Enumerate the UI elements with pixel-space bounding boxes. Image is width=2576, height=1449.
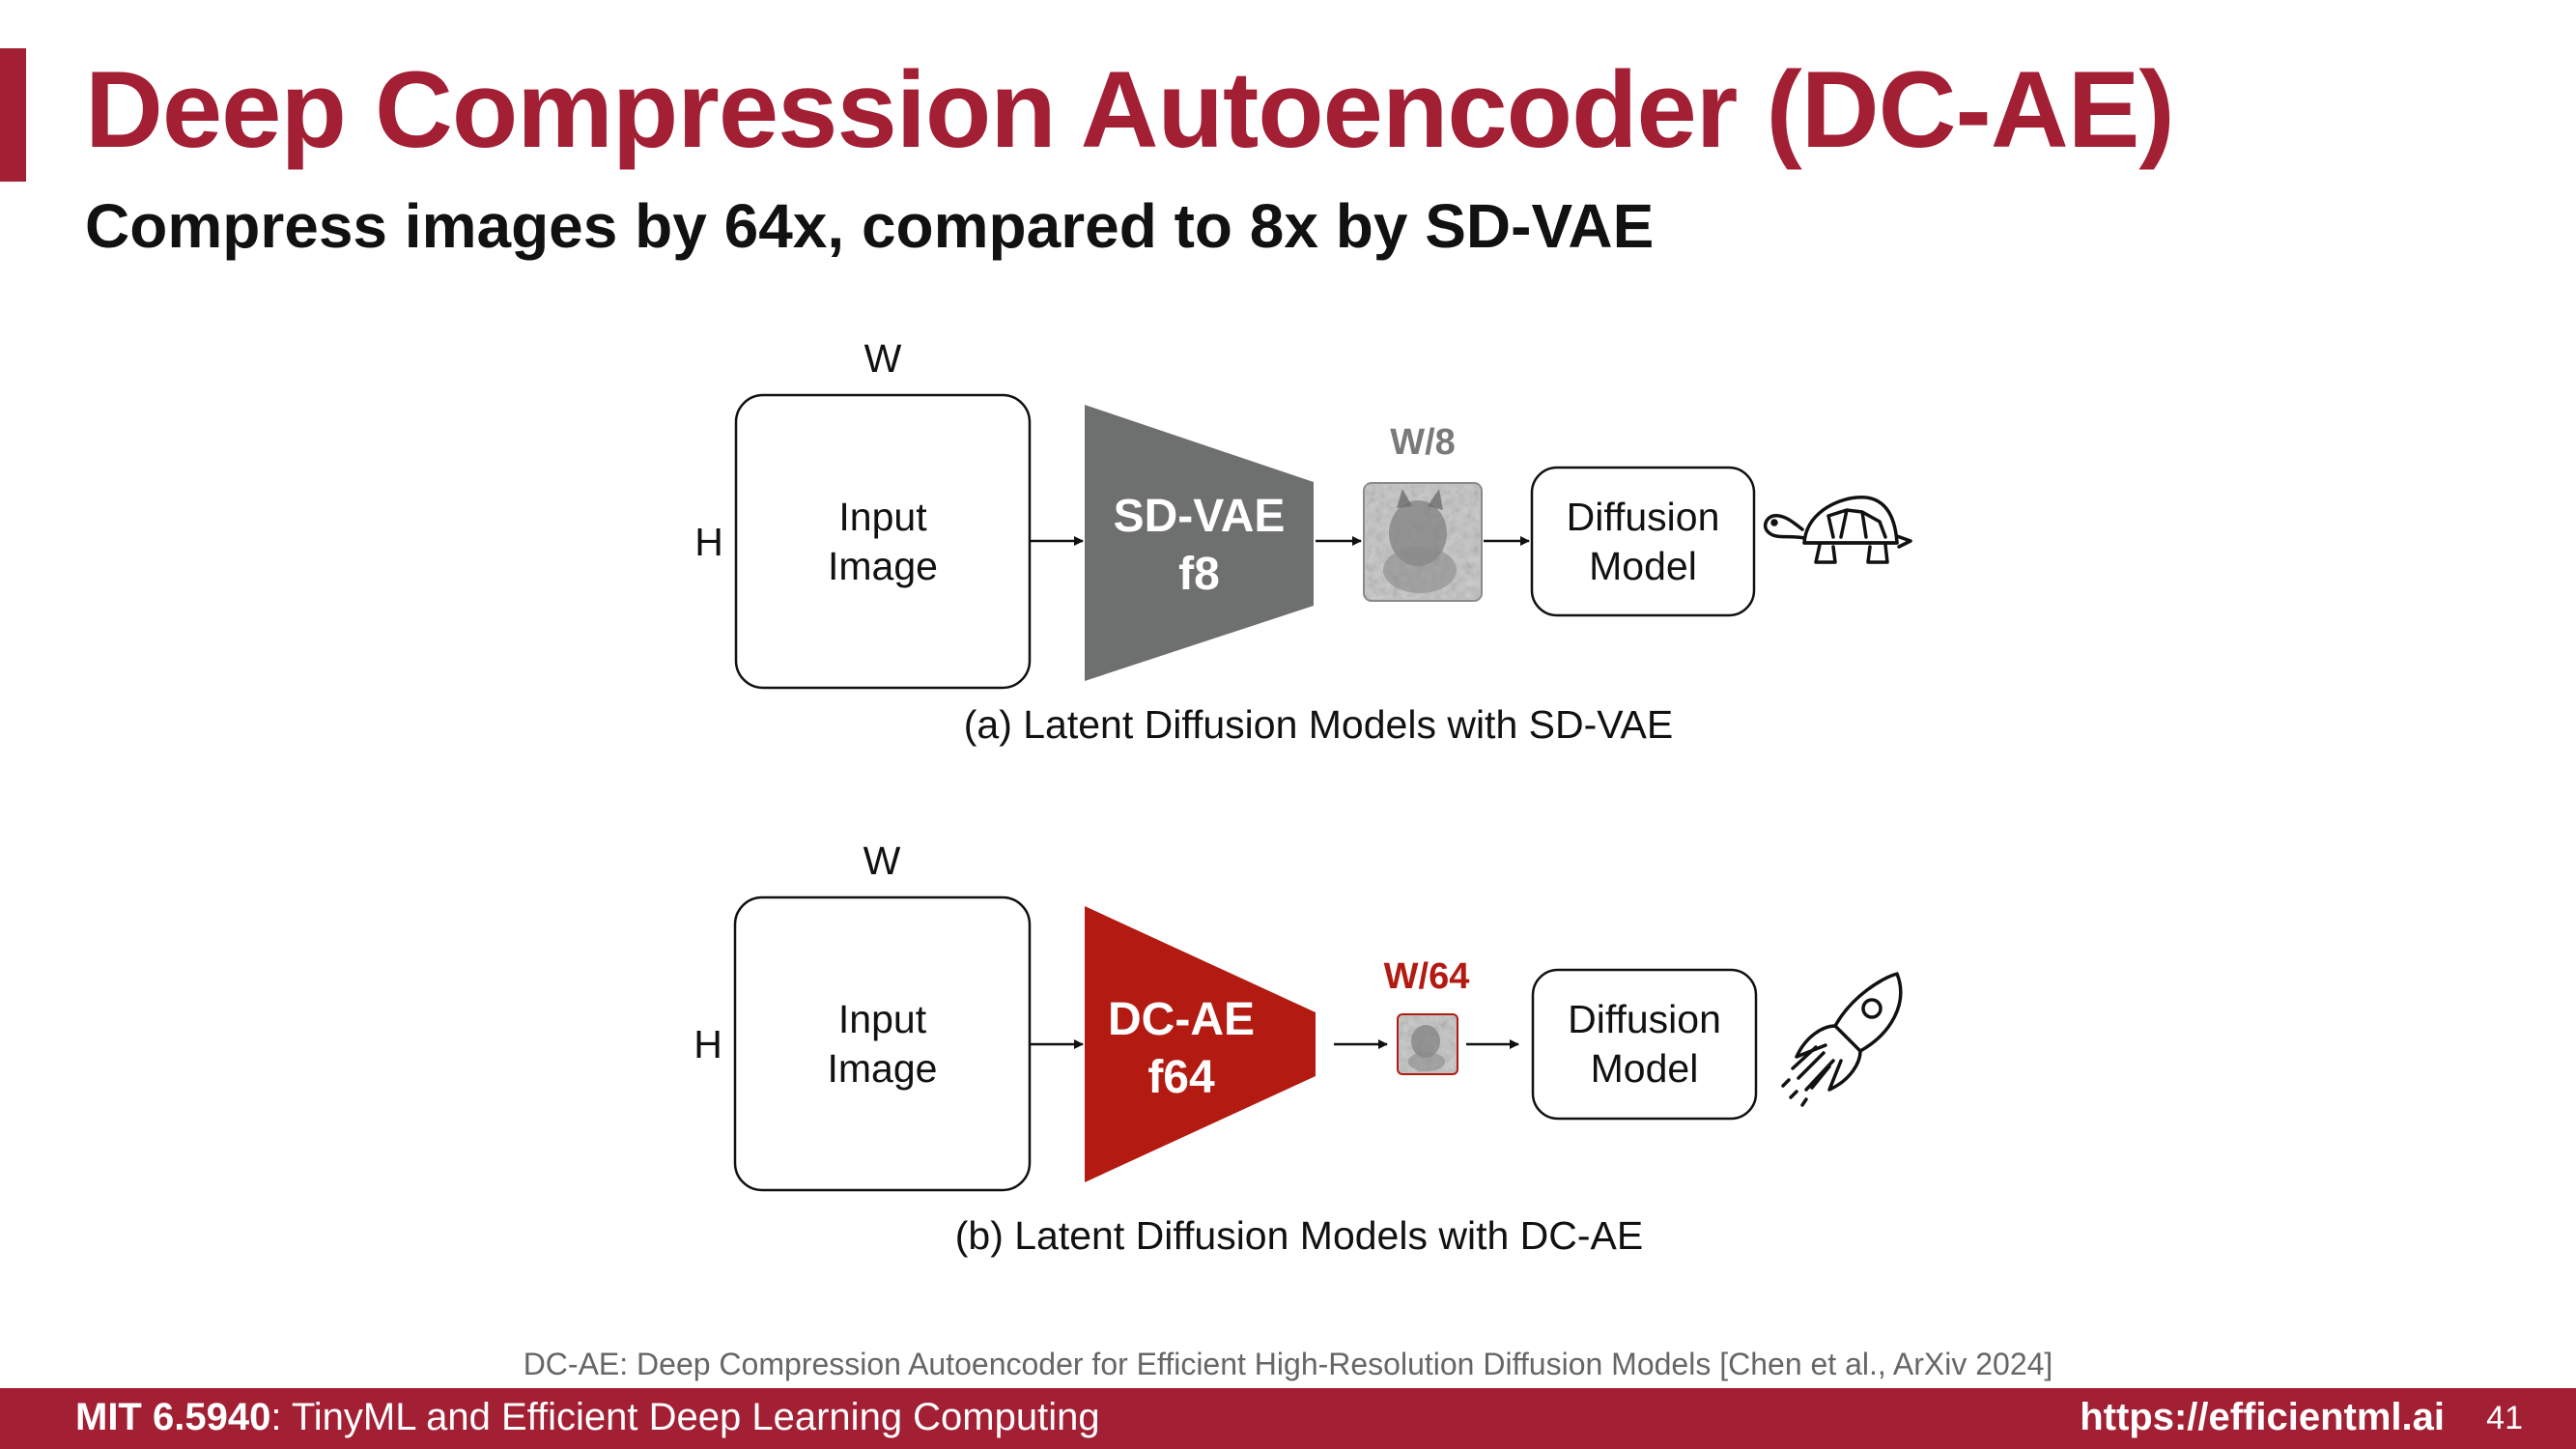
latent-image-b [1397,1013,1458,1075]
encoder-label-a-line2: f8 [1178,549,1220,600]
diffusion-model-box-b [1531,968,1758,1121]
encoder-label-a-line1: SD-VAE [1113,491,1286,542]
footer-bar: MIT 6.5940: TinyML and Efficient Deep Le… [0,1388,2576,1449]
input-image-label-b: Input Image [735,897,1030,1190]
slide-subtitle: Compress images by 64x, compared to 8x b… [85,191,1655,261]
caption-a: (a) Latent Diffusion Models with SD-VAE [963,702,1674,747]
encoder-label-b-line1: DC-AE [1108,994,1255,1045]
title-accent-bar [0,48,26,182]
width-label-a: W [863,336,902,381]
encoder-label-b-line2: f64 [1147,1052,1215,1103]
diffusion-model-label-b-line2: Model [1590,1046,1699,1091]
diffusion-model-box-a [1530,466,1756,617]
course-code: MIT 6.5940 [75,1396,271,1438]
footer-url-link[interactable]: https://efficientml.ai [2080,1396,2445,1438]
diffusion-model-label-a-line1: Diffusion [1566,494,1720,539]
slide-title: Deep Compression Autoencoder (DC-AE) [85,49,2175,170]
diffusion-model-label-b-line1: Diffusion [1568,997,1721,1041]
citation: DC-AE: Deep Compression Autoencoder for … [523,1347,2053,1381]
caption-b: (b) Latent Diffusion Models with DC-AE [954,1213,1644,1258]
turtle-icon [1763,496,1912,564]
encoder-label-b: DC-AE f64 [1085,991,1278,1107]
page-number: 41 [2486,1400,2523,1436]
rocket-icon [1781,972,1903,1107]
latent-image-a [1363,482,1483,602]
diagram-b [733,895,1903,1192]
width-label-b: W [863,838,901,883]
height-label-a: H [694,520,723,564]
diffusion-model-label-b: Diffusion Model [1533,970,1756,1119]
height-label-b: H [694,1022,722,1066]
input-image-label-a-line1: Input [838,494,927,539]
diffusion-model-label-a-line2: Model [1589,543,1697,588]
input-image-label-b-line1: Input [837,996,927,1041]
encoder-dc-ae [1085,906,1316,1182]
course-name: : TinyML and Efficient Deep Learning Com… [270,1396,1100,1438]
encoder-sd-vae [1085,405,1314,681]
input-image-label-b-line2: Image [827,1045,938,1091]
input-image-label-a-line2: Image [828,543,938,588]
latent-size-label-a: W/8 [1390,422,1456,463]
latent-size-label-b: W/64 [1383,956,1470,997]
diffusion-model-label-a: Diffusion Model [1532,468,1754,615]
footer-course: MIT 6.5940: TinyML and Efficient Deep Le… [75,1396,1100,1439]
input-image-label-a: Input Image [736,395,1030,688]
diagram-a [734,393,1912,690]
encoder-label-a: SD-VAE f8 [1085,488,1314,604]
